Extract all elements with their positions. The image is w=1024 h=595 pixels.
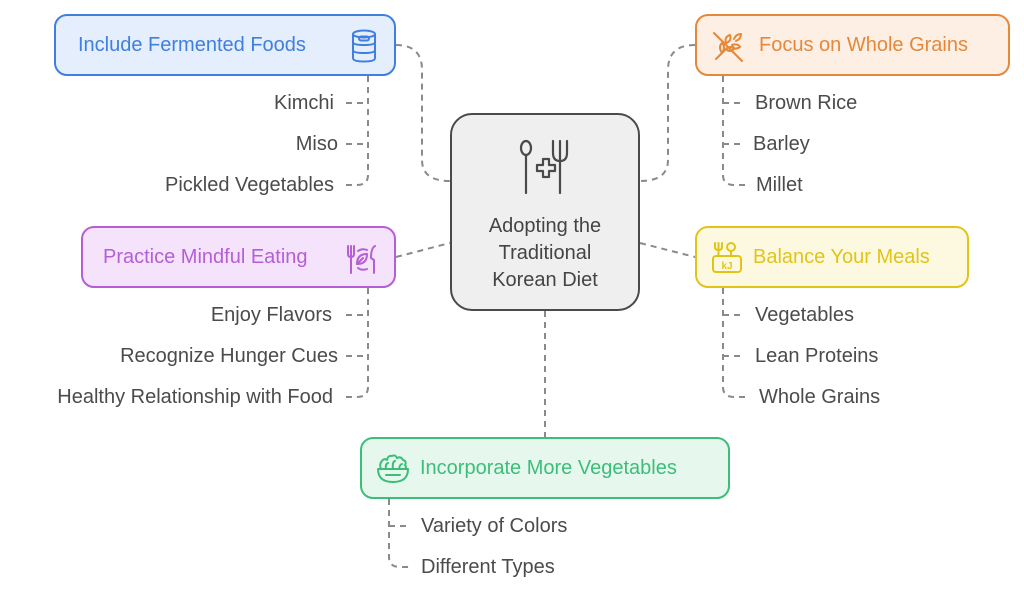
leaf-healthy-relationship-with-food: Healthy Relationship with Food <box>57 386 333 408</box>
branch-label: Focus on Whole Grains <box>759 34 968 56</box>
central-topic-line-3: Korean Diet <box>492 269 598 291</box>
leaf-lean-proteins: Lean Proteins <box>755 345 879 367</box>
central-topic-line-1: Adopting the <box>488 215 602 237</box>
salad-bowl-icon <box>376 452 410 492</box>
leaf-enjoy-flavors: Enjoy Flavors <box>210 304 332 326</box>
leaf-millet: Millet <box>756 174 803 196</box>
central-topic-line-2: Traditional <box>498 242 592 264</box>
canned-food-icon <box>350 29 378 69</box>
wheat-off-icon <box>712 31 744 69</box>
branch-label: Balance Your Meals <box>753 246 930 268</box>
leaf-whole-grains: Whole Grains <box>759 386 881 408</box>
branch-label: Include Fermented Foods <box>78 34 306 56</box>
plate-leaf-utensils-icon <box>345 242 379 282</box>
branch-balance-your-meals[interactable]: kJ Balance Your Meals <box>695 226 969 288</box>
utensils-health-icon <box>517 139 573 203</box>
leaf-variety-of-colors: Variety of Colors <box>421 515 568 537</box>
central-topic-node[interactable]: Adopting the Traditional Korean Diet <box>450 113 640 311</box>
branch-incorporate-more-vegetables[interactable]: Incorporate More Vegetables <box>360 437 730 499</box>
leaf-vegetables: Vegetables <box>755 304 854 326</box>
svg-text:kJ: kJ <box>721 261 732 272</box>
leaf-kimchi: Kimchi <box>273 92 334 114</box>
branch-focus-on-whole-grains[interactable]: Focus on Whole Grains <box>695 14 1010 76</box>
branch-include-fermented-foods[interactable]: Include Fermented Foods <box>54 14 396 76</box>
branch-practice-mindful-eating[interactable]: Practice Mindful Eating <box>81 226 396 288</box>
calorie-scale-icon: kJ <box>711 241 745 281</box>
branch-label: Incorporate More Vegetables <box>420 457 677 479</box>
leaf-recognize-hunger-cues: Recognize Hunger Cues <box>120 345 338 367</box>
branch-label: Practice Mindful Eating <box>103 246 308 268</box>
leaf-pickled-vegetables: Pickled Vegetables <box>164 174 334 196</box>
leaf-different-types: Different Types <box>421 556 555 578</box>
leaf-barley: Barley <box>753 133 810 155</box>
leaf-miso: Miso <box>295 133 338 155</box>
leaf-brown-rice: Brown Rice <box>755 92 858 114</box>
